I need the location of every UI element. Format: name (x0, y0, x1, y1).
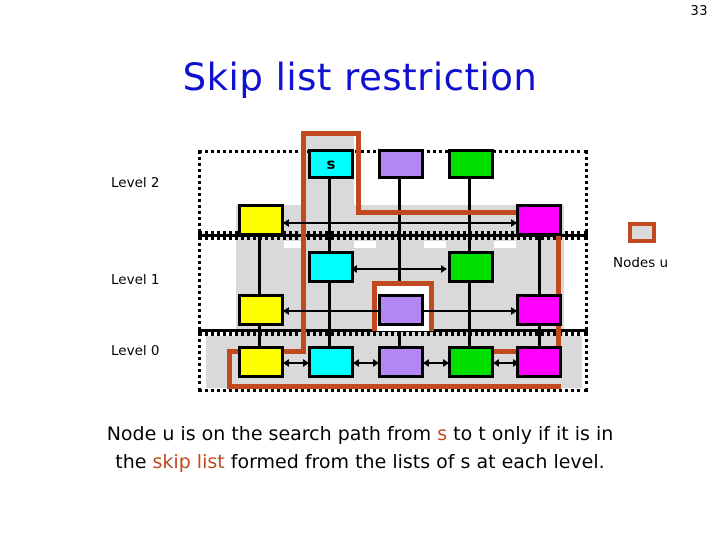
edge-l0-3 (424, 362, 448, 364)
node-level2-green[interactable] (448, 149, 494, 179)
search-path-segment-l2-horizontal (356, 210, 561, 215)
arrow-l1top-left (351, 265, 357, 273)
edge-vertical-yellow-l1-l0 (258, 310, 261, 362)
caption-line2-part-a: the (115, 451, 153, 473)
search-path-segment-left-cyan (301, 131, 306, 354)
arrow-l1bot-left (283, 307, 289, 315)
node-level1-cyan[interactable] (308, 251, 354, 283)
edge-l2-yellow-magenta (284, 222, 516, 224)
edge-vertical-cyan-l1-l0 (328, 268, 331, 362)
caption-line-2: the skip list formed from the lists of s… (0, 448, 720, 476)
level2-baseline (198, 234, 588, 237)
search-path-segment-l0-bottom (227, 384, 561, 389)
arrow-l2-right (511, 219, 517, 227)
edge-l1bot-purple-magenta (422, 310, 516, 312)
search-path-highlight-purple-right (429, 281, 434, 331)
search-path-segment-right-magenta (556, 210, 561, 360)
arrow-l0-3-left (423, 359, 429, 367)
edge-vertical-purple-l1-l0 (398, 310, 401, 362)
caption: Node u is on the search path from s to t… (0, 420, 720, 476)
caption-line2-part-b: formed from the lists of s at each level… (224, 451, 605, 473)
level-label-0: Level 0 (111, 343, 160, 359)
arrow-l0-2-right (373, 359, 379, 367)
node-level1-purple-highlighted[interactable] (378, 294, 424, 326)
arrow-l0-2-left (353, 359, 359, 367)
node-level1-green[interactable] (448, 251, 494, 283)
caption-line1-part-b: to t only if it is in (447, 423, 614, 445)
node-level0-cyan[interactable] (308, 346, 354, 378)
arrow-l1top-right (441, 265, 447, 273)
node-level1-magenta[interactable] (516, 294, 562, 326)
page-title: Skip list restriction (182, 56, 538, 99)
search-path-segment-top-cyan (301, 131, 361, 136)
arrow-l0-1-left (283, 359, 289, 367)
node-level2-yellow[interactable] (238, 204, 284, 236)
level-label-1: Level 1 (111, 272, 160, 288)
edge-vertical-magenta-l2-l1 (538, 220, 541, 298)
edge-vertical-green-l2-l1 (468, 168, 471, 268)
level0-container (198, 332, 588, 392)
edge-vertical-cyan-l2-l1 (328, 168, 331, 268)
search-path-segment-l0-left (227, 349, 232, 389)
node-level2-magenta[interactable] (516, 204, 562, 236)
edge-vertical-magenta-l1-l0 (538, 310, 541, 362)
node-level2-cyan-s[interactable]: s (308, 149, 354, 179)
legend-label-nodes-u: Nodes u (613, 255, 669, 271)
edge-vertical-yellow-l2-l1 (258, 220, 261, 298)
node-level2-purple[interactable] (378, 149, 424, 179)
edge-l0-4 (494, 362, 518, 364)
node-level1-yellow[interactable] (238, 294, 284, 326)
page-number: 33 (690, 4, 708, 19)
edge-vertical-green-l1-l0 (468, 268, 471, 362)
caption-line1-part-a: Node u is on the search path from (106, 423, 438, 445)
legend-swatch-nodes-u (628, 222, 656, 243)
arrow-l0-4-left (493, 359, 499, 367)
node-level0-magenta[interactable] (516, 346, 562, 378)
search-path-highlight-purple-left (372, 281, 377, 331)
arrow-l0-3-right (443, 359, 449, 367)
edge-l1bot-yellow-purple (284, 310, 378, 312)
node-level0-yellow[interactable] (238, 346, 284, 378)
node-level0-green[interactable] (448, 346, 494, 378)
caption-line-1: Node u is on the search path from s to t… (0, 420, 720, 448)
arrow-l0-1-right (303, 359, 309, 367)
search-path-segment-right-cyan (356, 131, 361, 215)
skip-list-diagram: Level 2 Level 1 Level 0 (0, 120, 720, 410)
arrow-l1bot-right (511, 307, 517, 315)
node-level0-purple[interactable] (378, 346, 424, 378)
edge-l0-1 (284, 362, 308, 364)
edge-vertical-purple-l2-l1 (398, 168, 401, 308)
edge-l0-2 (354, 362, 378, 364)
level-label-2: Level 2 (111, 175, 160, 191)
caption-token-s: s (437, 423, 448, 445)
edge-l1top-cyan-green (352, 268, 446, 270)
arrow-l2-left (283, 219, 289, 227)
caption-token-skip-list: skip list (152, 451, 225, 473)
search-path-highlight-purple-top (372, 281, 434, 286)
